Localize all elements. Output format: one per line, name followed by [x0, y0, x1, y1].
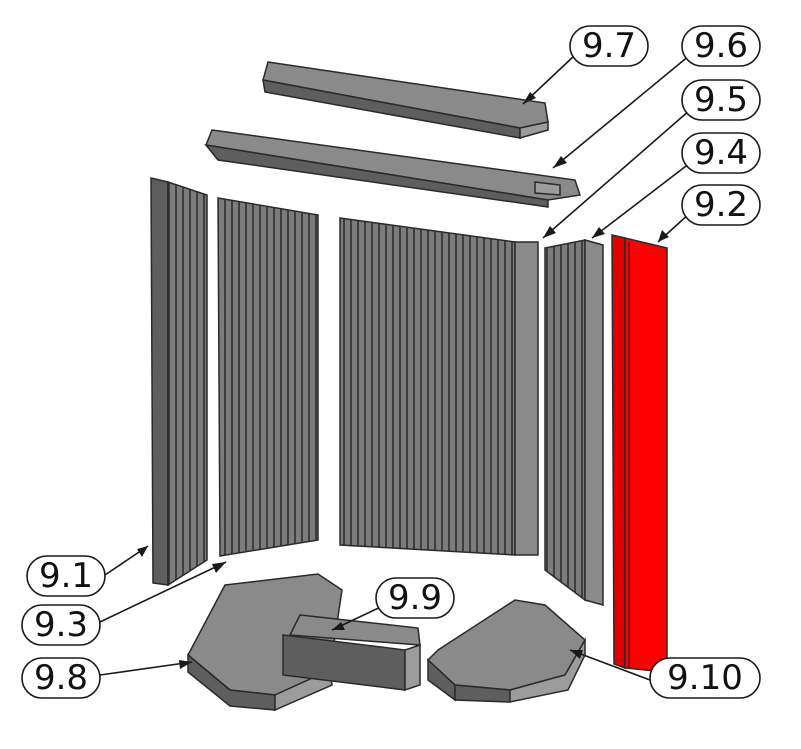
callout-9-8: 9.8	[21, 657, 101, 699]
callout-9-1: 9.1	[26, 555, 106, 597]
part-9-7-top-baffle	[262, 61, 549, 139]
callout-9-4: 9.4	[681, 132, 761, 174]
part-9-9-center-floor-brick	[282, 614, 421, 692]
callout-9-9: 9.9	[375, 577, 455, 619]
part-9-10-right-floor-brick	[426, 599, 586, 703]
callout-9-6: 9.6	[681, 25, 761, 67]
callout-9-2: 9.2	[681, 184, 761, 226]
callout-label: 9.10	[667, 658, 743, 698]
callout-label: 9.8	[34, 658, 88, 698]
callout-label: 9.5	[694, 80, 748, 120]
part-9-2-right-side-panel	[611, 234, 668, 673]
part-9-4-right-rear-panel	[544, 239, 604, 606]
part-9-6-lower-baffle	[204, 129, 581, 208]
callout-label: 9.6	[694, 26, 748, 66]
part-9-3-left-rear-panel	[217, 197, 319, 557]
part-9-1-left-side-panel	[150, 177, 208, 587]
callout-9-5: 9.5	[681, 79, 761, 121]
callout-label: 9.7	[582, 26, 636, 66]
callout-label: 9.9	[388, 578, 442, 618]
callout-label: 9.1	[39, 556, 93, 596]
callout-9-10: 9.10	[649, 657, 761, 699]
callout-label: 9.3	[34, 605, 88, 645]
callout-9-7: 9.7	[569, 25, 649, 67]
callout-9-3: 9.3	[21, 604, 101, 646]
callout-label: 9.4	[694, 133, 748, 173]
leader-lines	[99, 54, 691, 681]
part-9-5-back-wall	[339, 217, 539, 556]
callout-label: 9.2	[694, 185, 748, 225]
